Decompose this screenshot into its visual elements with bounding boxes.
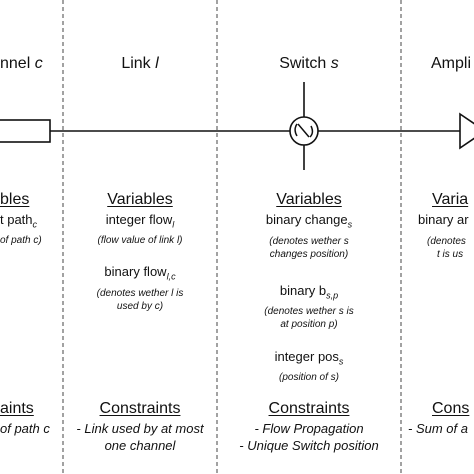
link-var1-sub: l bbox=[172, 219, 175, 230]
amplifier-header: Ampli bbox=[431, 55, 472, 72]
link-header-prefix: Link bbox=[121, 55, 156, 72]
channel-variables-label: bles bbox=[0, 191, 30, 208]
channel-constraint: of path c bbox=[0, 421, 50, 436]
switch-variable-2: binary bs,p bbox=[217, 284, 401, 301]
switch-icon bbox=[289, 82, 319, 170]
channel-box bbox=[0, 119, 51, 143]
switch-var3-text: integer pos bbox=[274, 349, 339, 364]
channel-header-var: c bbox=[34, 55, 43, 72]
switch-constraints-label: Constraints bbox=[268, 400, 350, 417]
link-header: Link l bbox=[63, 56, 217, 72]
switch-var2-sub: s,p bbox=[326, 290, 339, 301]
amplifier-constraint: - Sum of a bbox=[408, 421, 468, 436]
switch-header: Switch s bbox=[217, 56, 401, 72]
switch-var1-note-2: changes position) bbox=[269, 249, 349, 260]
switch-var1-text: binary change bbox=[265, 212, 348, 227]
link-var2-sub: l,c bbox=[166, 271, 176, 282]
channel-var1-note: of path c) bbox=[0, 235, 42, 246]
switch-var1-note-1: (denotes wether s bbox=[269, 236, 349, 247]
link-variables-label: Variables bbox=[107, 191, 173, 208]
switch-var3-sub: s bbox=[338, 356, 344, 367]
link-var1-note: (flow value of link l) bbox=[97, 235, 183, 246]
channel-header: nnel c bbox=[0, 56, 43, 72]
amplifier-var1-note-1: (denotes bbox=[427, 236, 466, 247]
switch-header-var: s bbox=[330, 55, 339, 72]
link-var2-note-1: (denotes wether l is bbox=[96, 288, 184, 299]
switch-header-prefix: Switch bbox=[279, 55, 331, 72]
link-constraint-1: - Link used by at most bbox=[76, 421, 204, 436]
link-var1-text: integer flow bbox=[105, 212, 173, 227]
amplifier-var1-note-2: t is us bbox=[437, 249, 464, 260]
switch-variable-1: binary changes bbox=[217, 213, 401, 230]
switch-constraint-1: - Flow Propagation bbox=[254, 421, 364, 436]
switch-var2-text: binary b bbox=[279, 283, 327, 298]
channel-header-prefix: nnel bbox=[0, 55, 35, 72]
switch-variable-3: integer poss bbox=[217, 350, 401, 367]
amplifier-variable-1: binary ar bbox=[418, 212, 469, 227]
link-variable-1: integer flowl bbox=[63, 213, 217, 230]
switch-var1-sub: s bbox=[347, 219, 353, 230]
switch-var2-note-1: (denotes wether s is bbox=[264, 306, 354, 317]
link-variable-2: binary flowl,c bbox=[63, 265, 217, 282]
channel-var1-text: t path bbox=[0, 212, 33, 227]
link-constraint-2: one channel bbox=[104, 438, 176, 453]
amplifier-icon bbox=[459, 112, 474, 150]
switch-var3-note: (position of s) bbox=[278, 372, 340, 383]
link-header-var: l bbox=[155, 55, 159, 72]
amplifier-variables-label: Varia bbox=[432, 191, 469, 208]
channel-constraints-label: aints bbox=[0, 400, 34, 417]
link-constraints-label: Constraints bbox=[99, 400, 181, 417]
switch-variables-label: Variables bbox=[276, 191, 342, 208]
link-var2-text: binary flow bbox=[104, 264, 167, 279]
link-var2-note-2: used by c) bbox=[116, 301, 164, 312]
channel-variable-1: t pathc bbox=[0, 213, 37, 230]
channel-var1-sub: c bbox=[32, 219, 38, 230]
switch-var2-note-2: at position p) bbox=[280, 319, 338, 330]
amplifier-constraints-label: Cons bbox=[432, 400, 470, 417]
switch-constraint-2: - Unique Switch position bbox=[239, 438, 379, 453]
